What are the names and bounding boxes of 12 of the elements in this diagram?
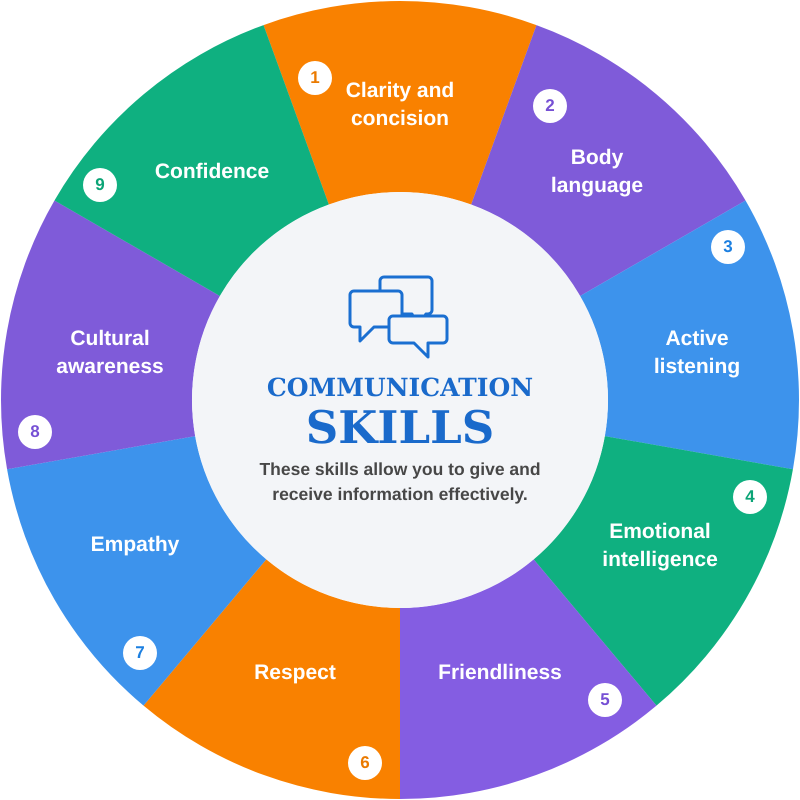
segment-label: Friendliness	[438, 660, 562, 686]
segment-label: Respect	[254, 660, 336, 686]
description-text: These skills allow you to give and receive information effectively.	[258, 458, 542, 506]
segment-label: Body language	[550, 145, 644, 199]
segment-label: Empathy	[90, 532, 180, 558]
segment-label: Clarity and concision	[345, 78, 455, 132]
segment-label: Emotional intelligence	[602, 519, 718, 573]
heading-text: SKILLS	[305, 403, 495, 453]
heading-text: COMMUNICATION	[266, 373, 534, 403]
segment-label: Active listening	[653, 326, 741, 380]
segment-label: Cultural awareness	[56, 326, 164, 380]
segment-label: Confidence	[154, 159, 270, 185]
